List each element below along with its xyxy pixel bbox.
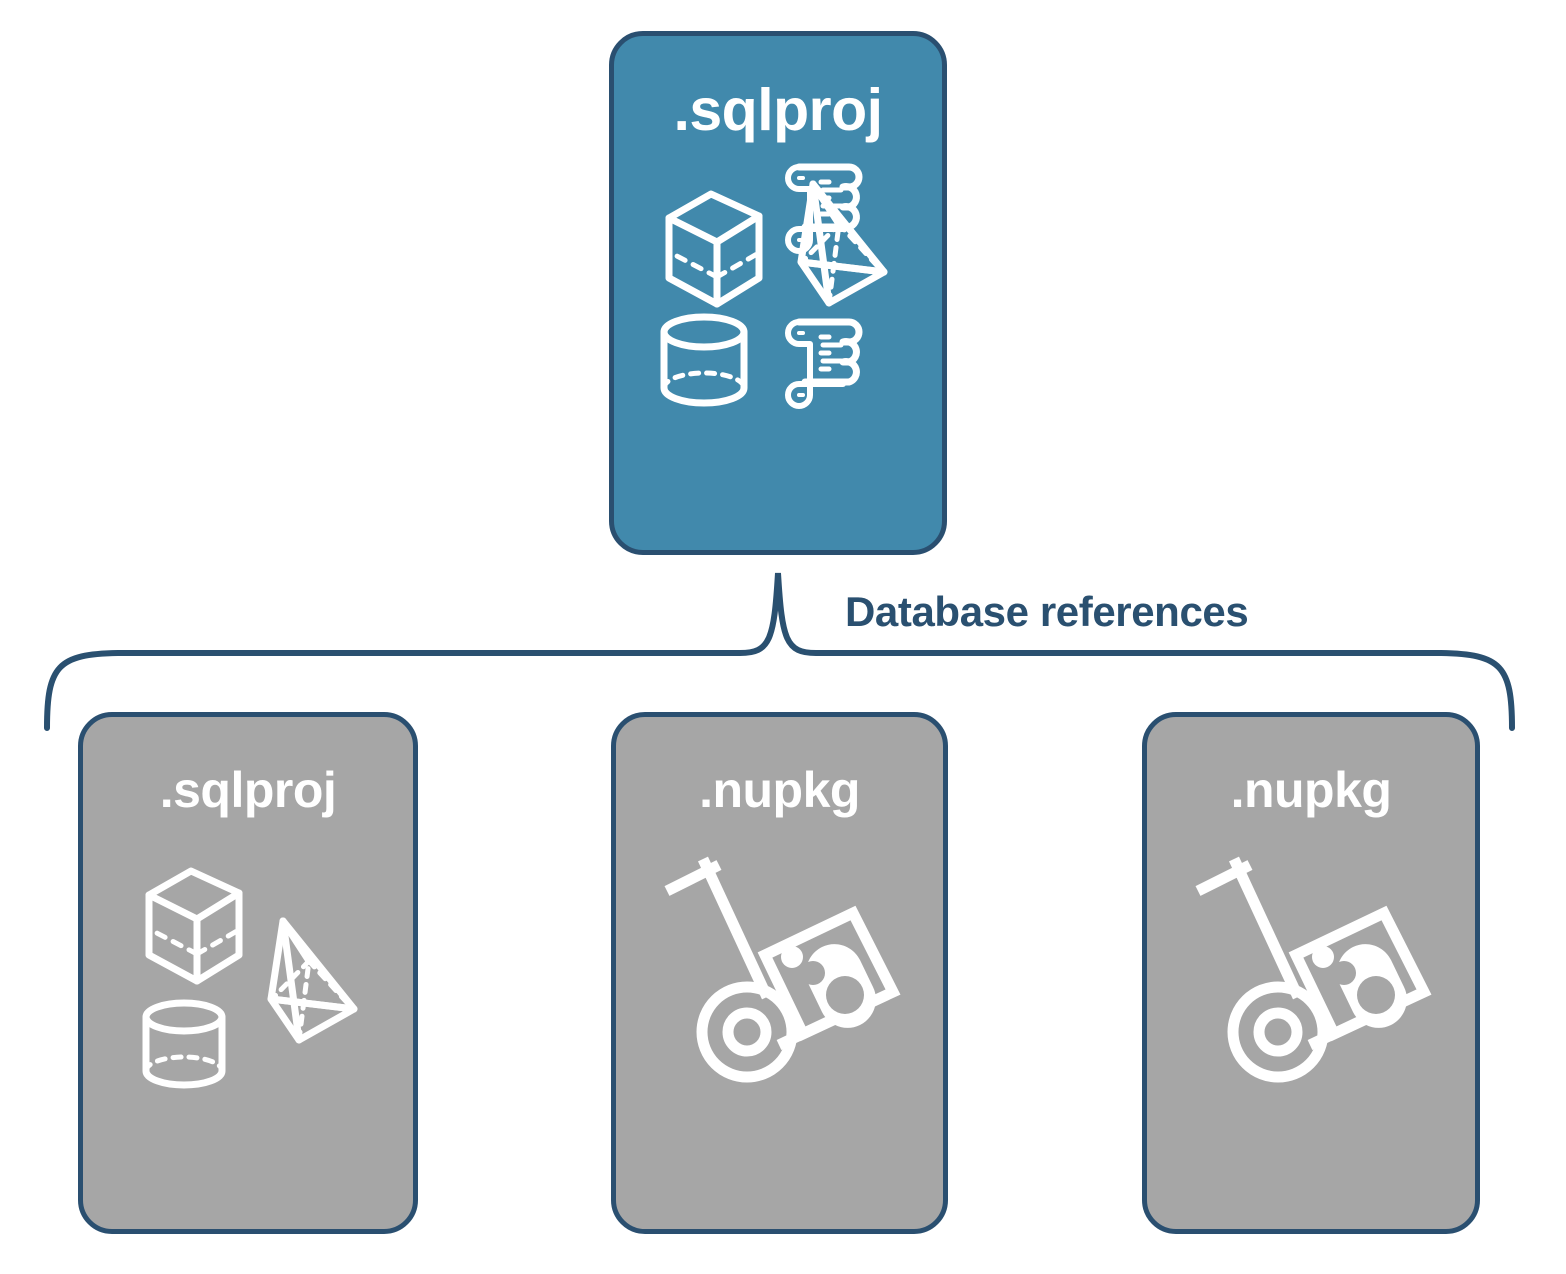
- pyramid-wireframe-icon: [267, 917, 358, 1044]
- nuget-package-dolly-icon: [664, 856, 900, 1083]
- connector-label: Database references: [845, 588, 1249, 635]
- reference-icon-group: [1186, 849, 1436, 1099]
- reference-card-nupkg-2[interactable]: .nupkg: [1142, 712, 1480, 1234]
- root-project-card[interactable]: .sqlproj: [609, 31, 947, 555]
- root-icon-group: [653, 162, 903, 412]
- scroll-script-icon: [785, 163, 863, 254]
- reference-card-label: .nupkg: [699, 762, 860, 818]
- database-objects-icon-set: [142, 867, 358, 1089]
- pyramid-wireframe-icon: [797, 180, 888, 307]
- reference-icon-group: [123, 849, 373, 1099]
- reference-card-label: .sqlproj: [159, 762, 337, 818]
- nuget-package-dolly-icon: [1195, 856, 1432, 1083]
- brace-path: [44, 572, 1515, 731]
- database-objects-icon-set: [660, 163, 888, 409]
- root-project-label: .sqlproj: [673, 77, 883, 143]
- cube-wireframe-icon: [145, 867, 243, 985]
- reference-card-sqlproj[interactable]: .sqlproj: [78, 712, 418, 1234]
- cylinder-wireframe-icon: [660, 313, 748, 407]
- reference-card-label: .nupkg: [1230, 762, 1392, 818]
- reference-card-nupkg-1[interactable]: .nupkg: [611, 712, 948, 1234]
- reference-icon-group: [655, 849, 905, 1099]
- cylinder-wireframe-icon: [142, 999, 226, 1089]
- scroll-script-icon: [785, 318, 863, 409]
- cube-wireframe-icon: [665, 190, 763, 308]
